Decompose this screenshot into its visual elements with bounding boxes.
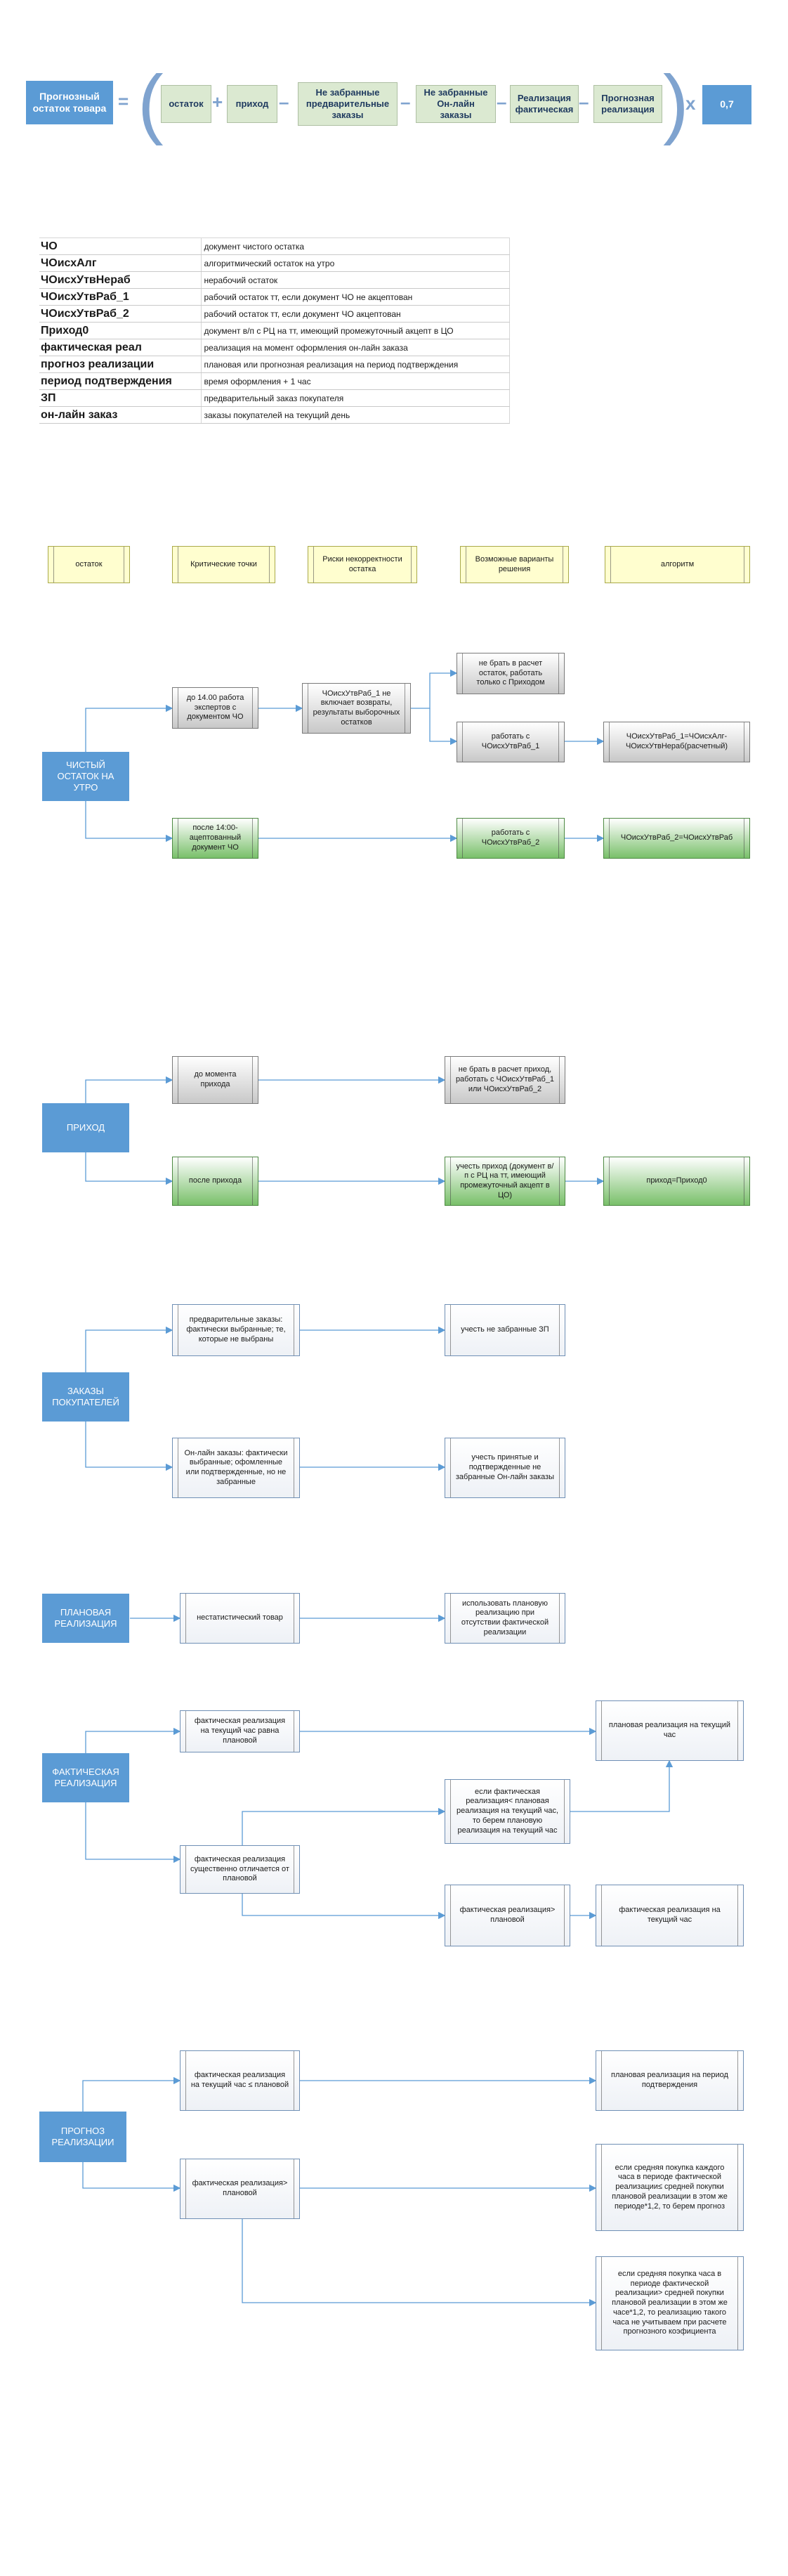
coefficient-box: 0,7 (702, 85, 751, 124)
legend-key: Приход0 (39, 322, 202, 339)
s3-preorders-option: учесть не забранные ЗП (445, 1304, 565, 1356)
legend-key: ЧОисхУтвНераб (39, 271, 202, 289)
legend-value: документ чистого остатка (201, 238, 510, 255)
clean-stock-box: ЧИСТЫЙ ОСТАТОК НА УТРО (42, 752, 129, 801)
formula-actual-sales: Реализация фактическая (510, 85, 579, 123)
legend-key: прогноз реализации (39, 356, 202, 373)
planned-sales-box: ПЛАНОВАЯ РЕАЛИЗАЦИЯ (42, 1594, 129, 1643)
header-critical-points: Критические точки (172, 546, 275, 583)
formula-preorders: Не забранные предварительные заказы (298, 82, 398, 126)
formula-online-orders: Не забранные Он-лайн заказы (416, 85, 496, 123)
equals-sign: = (118, 91, 129, 112)
legend-key: период подтверждения (39, 372, 202, 390)
s6-gt-plan: фактическая реализация> плановой (180, 2159, 300, 2219)
customer-orders-box: ЗАКАЗЫ ПОКУПАТЕЛЕЙ (42, 1372, 129, 1422)
minus-sign-4: – (579, 91, 589, 112)
legend-value: рабочий остаток тт, если документ ЧО акц… (201, 305, 510, 323)
header-algorithm: алгоритм (605, 546, 750, 583)
s6-le-plan: фактическая реализация на текущий час ≤ … (180, 2050, 300, 2111)
s6-le-option: плановая реализация на период подтвержде… (596, 2050, 744, 2111)
s1-algorithm-2: ЧОисхУтвРаб_2=ЧОисхУтвРаб (603, 818, 750, 859)
s5-greater: фактическая реализация> плановой (445, 1885, 570, 1946)
s2-algorithm: приход=Приход0 (603, 1157, 750, 1206)
legend-value: заказы покупателей на текущий день (201, 406, 510, 424)
plus-sign: + (212, 91, 223, 112)
s5-differs: фактическая реализация существенно отлич… (180, 1845, 300, 1894)
minus-sign-3: – (497, 91, 507, 112)
s1-risk: ЧОисхУтвРаб_1 не включает возвраты, резу… (302, 683, 411, 734)
formula-forecast-sales: Прогнозная реализация (593, 85, 662, 123)
header-stock: остаток (48, 546, 130, 583)
minus-sign-1: – (279, 91, 289, 112)
legend-value: документ в/п с РЦ на тт, имеющий промежу… (201, 322, 510, 339)
legend-value: алгоритмический остаток на утро (201, 254, 510, 272)
legend-key: фактическая реал (39, 339, 202, 356)
actual-sales-box: ФАКТИЧЕСКАЯ РЕАЛИЗАЦИЯ (42, 1753, 129, 1802)
s1-after-14: после 14:00-ацептованный документ ЧО (172, 818, 258, 859)
s3-online-option: учесть принятые и подтвержденные не забр… (445, 1438, 565, 1498)
legend-value: нерабочий остаток (201, 271, 510, 289)
s5-equal: фактическая реализация на текущий час ра… (180, 1710, 300, 1752)
s5-equal-option: плановая реализация на текущий час (596, 1700, 744, 1761)
s6-option-2: если средняя покупка часа в периоде факт… (596, 2256, 744, 2350)
s4-option: использовать плановую реализацию при отс… (445, 1593, 565, 1644)
legend-key: он-лайн заказ (39, 406, 202, 424)
s1-option-work1: работать с ЧОисхУтвРаб_1 (457, 722, 565, 762)
multiply-sign: x (685, 93, 696, 114)
left-paren: ( (138, 60, 164, 146)
s2-option-skip: не брать в расчет приход, работать с ЧОи… (445, 1056, 565, 1104)
header-solutions: Возможные варианты решения (460, 546, 569, 583)
s4-nonstat-goods: нестатистический товар (180, 1593, 300, 1644)
legend-value: плановая или прогнозная реализация на пе… (201, 356, 510, 373)
income-box: ПРИХОД (42, 1103, 129, 1152)
s1-option-work2: работать с ЧОисхУтвРаб_2 (457, 818, 565, 859)
legend-value: реализация на момент оформления он-лайн … (201, 339, 510, 356)
s5-greater-option: фактическая реализация на текущий час (596, 1885, 744, 1946)
minus-sign-2: – (400, 91, 411, 112)
s3-preorders: предварительные заказы: фактически выбра… (172, 1304, 300, 1356)
legend-value: время оформления + 1 час (201, 372, 510, 390)
legend-key: ЧОисхАлг (39, 254, 202, 272)
legend-key: ЗП (39, 389, 202, 407)
legend-value: рабочий остаток тт, если документ ЧО не … (201, 288, 510, 306)
s5-less-option: если фактическая реализация< плановая ре… (445, 1779, 570, 1844)
s1-before-14: до 14.00 работа экспертов с документом Ч… (172, 687, 258, 729)
s2-option-count: учесть приход (документ в/п с РЦ на тт, … (445, 1157, 565, 1206)
legend-key: ЧОисхУтвРаб_2 (39, 305, 202, 323)
forecast-stock-box: Прогнозный остаток товара (26, 81, 113, 124)
legend-key: ЧО (39, 238, 202, 255)
s3-online-orders: Он-лайн заказы: фактически выбранные; оф… (172, 1438, 300, 1498)
right-paren: ) (663, 60, 689, 146)
s1-option-income-only: не брать в расчет остаток, работать толь… (457, 653, 565, 694)
formula-stock: остаток (161, 85, 211, 123)
legend-value: предварительный заказ покупателя (201, 389, 510, 407)
s2-after: после прихода (172, 1157, 258, 1206)
s1-algorithm-1: ЧОисхУтвРаб_1=ЧОисхАлг-ЧОисхУтвНераб(рас… (603, 722, 750, 762)
formula-income: приход (227, 85, 277, 123)
s2-before: до момента прихода (172, 1056, 258, 1104)
legend-key: ЧОисхУтвРаб_1 (39, 288, 202, 306)
s6-option-1: если средняя покупка каждого часа в пери… (596, 2144, 744, 2231)
header-risks: Риски некорректности остатка (308, 546, 417, 583)
sales-forecast-box: ПРОГНОЗ РЕАЛИЗАЦИИ (39, 2112, 126, 2162)
